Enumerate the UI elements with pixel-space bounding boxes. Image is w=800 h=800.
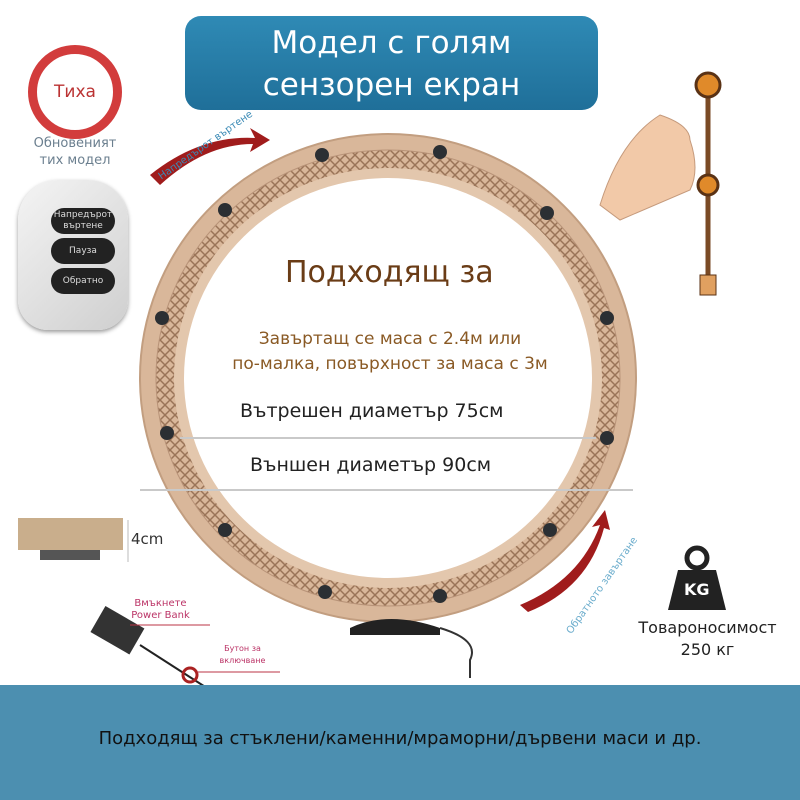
quiet-caption-1: Обновеният xyxy=(33,136,117,151)
bearing-dots xyxy=(155,145,614,603)
remote-pause-button: Пауза xyxy=(51,238,115,264)
bottom-banner xyxy=(0,685,800,800)
title-line1: Модел с голям xyxy=(271,25,512,61)
bottom-banner-text: Подходящ за стъклени/каменни/мраморни/дъ… xyxy=(98,728,702,749)
load-value: 250 кг xyxy=(680,640,735,659)
remote-forward-button: Напредърот въртене xyxy=(51,208,115,234)
remote-control: Напредърот въртене Пауза Обратно xyxy=(18,180,128,330)
load-label: Товароносимост xyxy=(638,618,777,637)
remote-reverse-button: Обратно xyxy=(51,268,115,294)
suitable-heading: Подходящ за xyxy=(285,255,494,290)
power-button-label: Бутон за включване xyxy=(219,644,266,665)
power-bank-label: Вмъкнете Power Bank xyxy=(131,598,190,621)
inner-diameter-label: Вътрешен диаметър 75см xyxy=(240,400,504,422)
quiet-caption: Обновеният тих модел xyxy=(20,135,130,169)
hand-icon xyxy=(599,114,696,221)
quiet-label: Тиха xyxy=(54,82,96,102)
reverse-arrow-icon xyxy=(520,510,610,612)
forward-arrow-icon xyxy=(150,128,270,185)
diameter-lines xyxy=(140,437,633,491)
title-line2: сензорен екран xyxy=(262,67,521,103)
power-bank-cable xyxy=(90,606,280,691)
height-label: 4cm xyxy=(131,530,164,548)
touch-sensor-icon xyxy=(599,71,722,296)
title-banner: Модел с голям сензорен екран xyxy=(185,16,598,110)
kg-weight-icon xyxy=(668,545,726,610)
outer-diameter-label: Външен диаметър 90см xyxy=(250,454,492,476)
control-box xyxy=(350,619,440,635)
quiet-caption-2: тих модел xyxy=(39,153,111,168)
kg-label: KG xyxy=(684,580,710,599)
ring-center xyxy=(184,178,592,578)
desc-line-2: по-малка, повърхност за маса с 3м xyxy=(232,354,548,374)
desc-line-1: Завъртащ се маса с 2.4м или xyxy=(258,329,522,349)
side-profile xyxy=(18,518,129,562)
suitable-description: Завъртащ се маса с 2.4м или по-малка, пов… xyxy=(200,327,580,377)
load-capacity: Товароносимост 250 кг xyxy=(620,617,795,661)
cable xyxy=(439,627,473,678)
quiet-badge: Тиха xyxy=(28,45,122,139)
